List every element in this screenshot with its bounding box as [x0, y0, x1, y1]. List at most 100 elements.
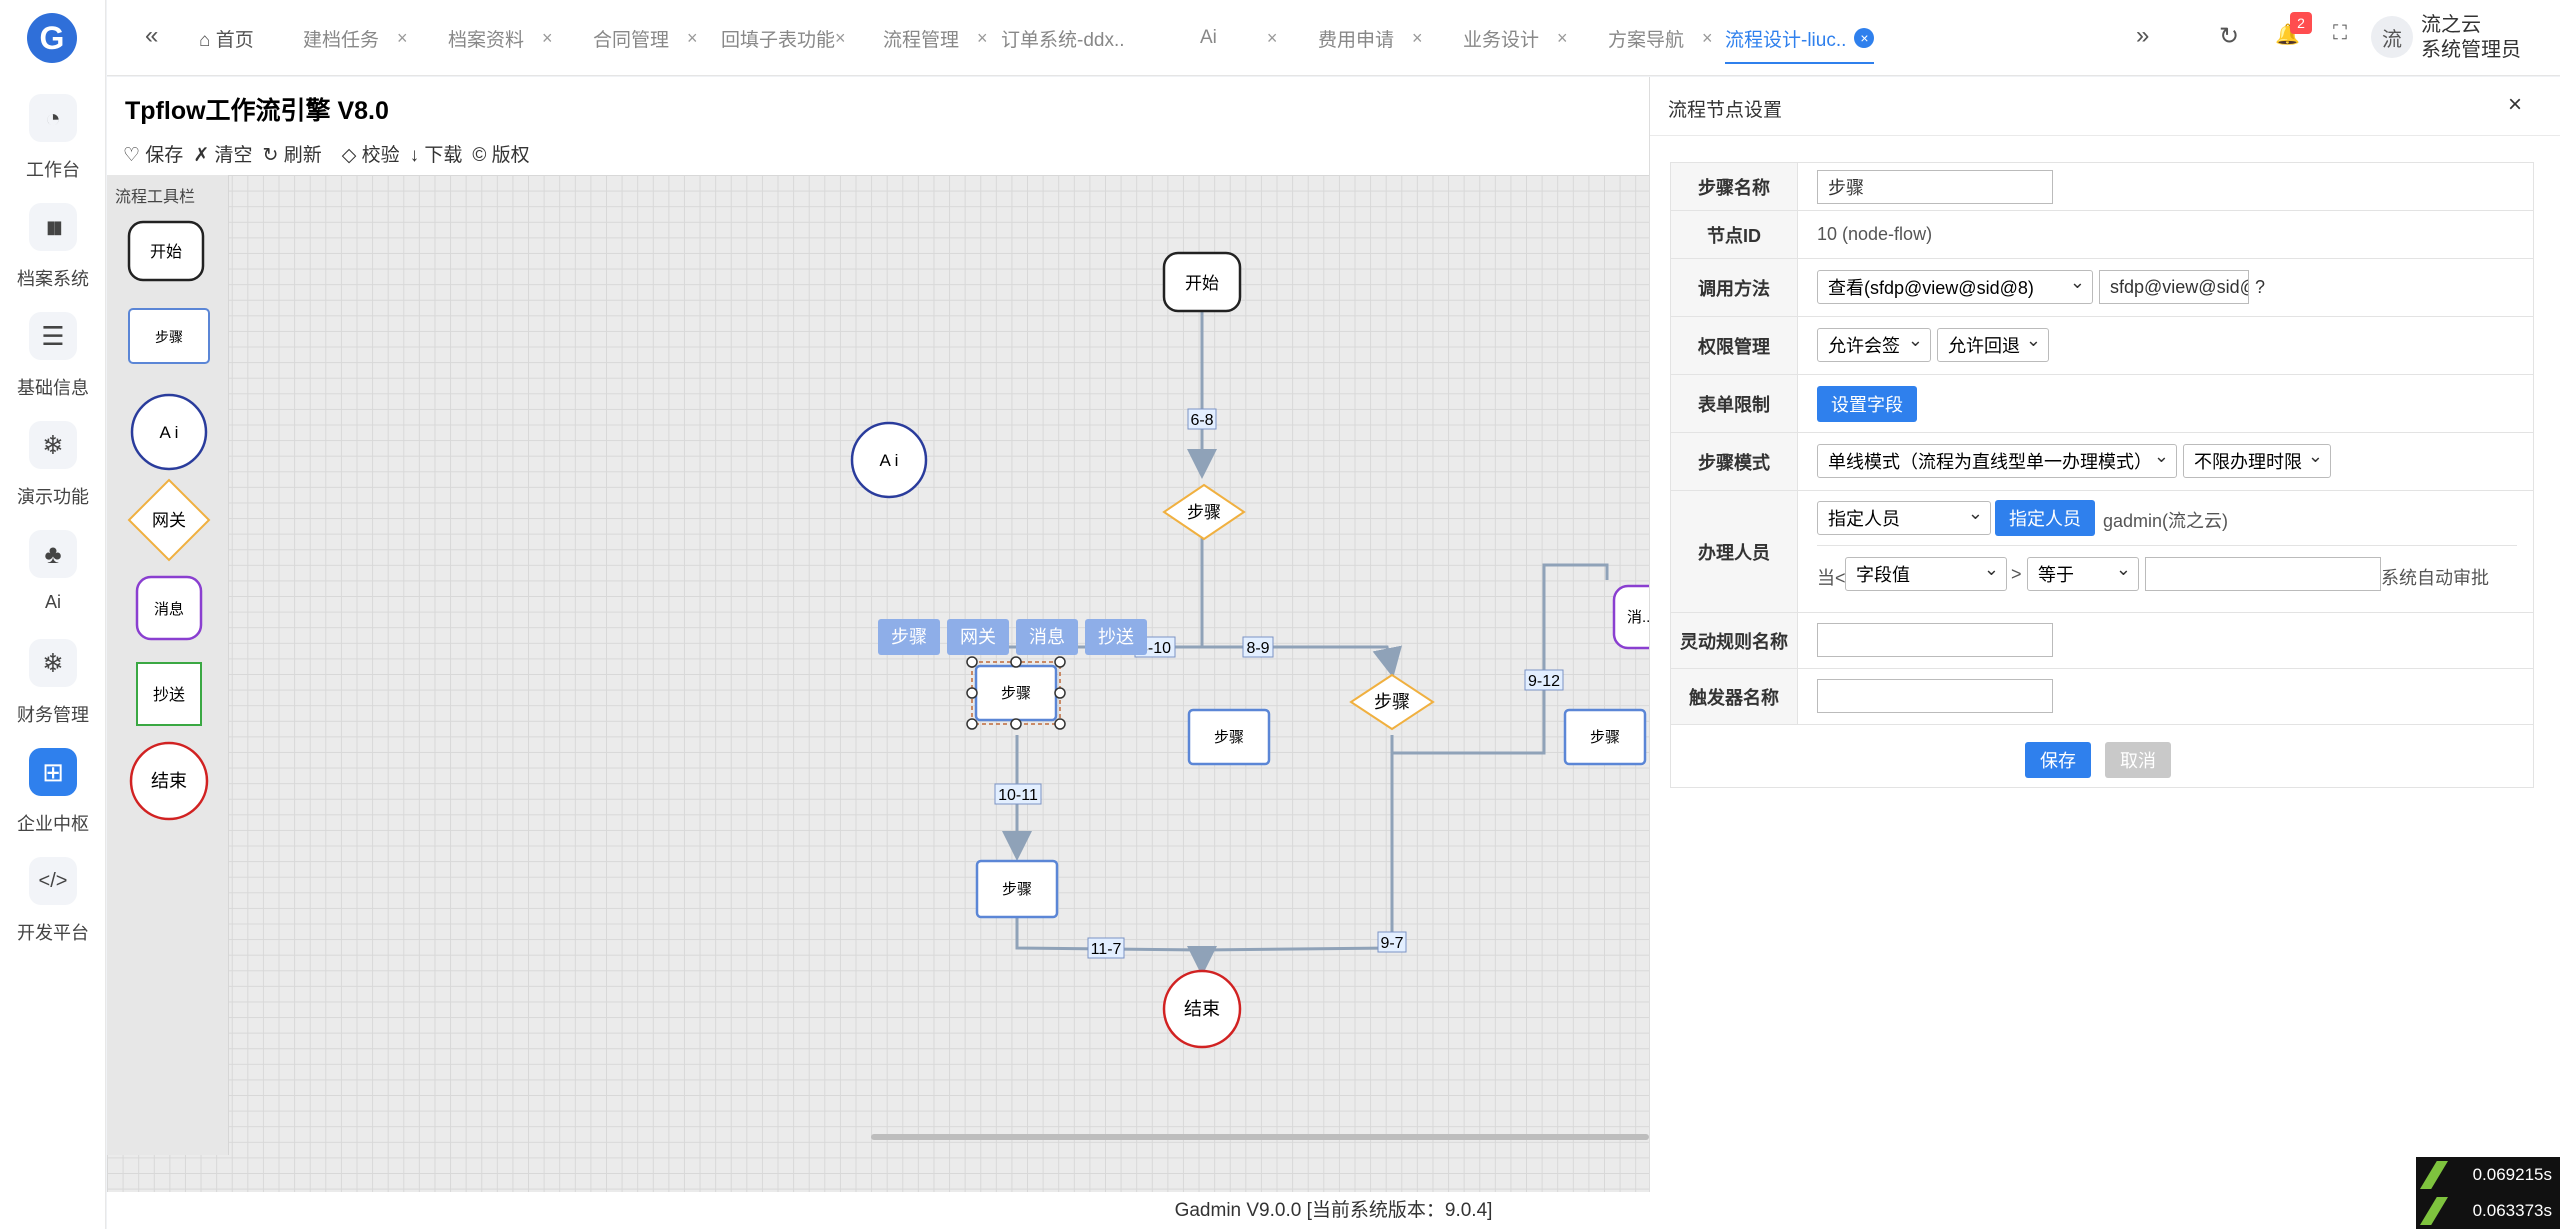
- condition-value-input[interactable]: [2145, 557, 2381, 591]
- avatar[interactable]: 流: [2371, 16, 2413, 58]
- set-fields-button[interactable]: 设置字段: [1817, 386, 1917, 422]
- allow-rollback-select[interactable]: 允许回退: [1937, 328, 2049, 362]
- sidebar-item-dev-platform[interactable]: </>开发平台: [0, 857, 106, 957]
- snowflake-icon: ❄: [29, 421, 77, 469]
- edge-label-9-7[interactable]: 9-7: [1377, 931, 1407, 953]
- collapse-sidebar-icon[interactable]: «: [145, 22, 159, 49]
- close-icon[interactable]: ×: [1702, 27, 1713, 48]
- save-tool-button[interactable]: ♡ 保存: [123, 145, 184, 166]
- refresh-icon[interactable]: ↻: [2219, 23, 2240, 50]
- flow-diagram[interactable]: 开始 步骤 A i 网关 消息 抄送 结束 6-8 8-10 8-9 9-12 …: [107, 175, 1649, 1175]
- clear-tool-button[interactable]: ✗ 清空: [193, 145, 253, 166]
- tab-ai[interactable]: Ai×: [1200, 0, 1277, 76]
- canvas-horizontal-scrollbar[interactable]: [871, 1134, 1649, 1140]
- sidebar-item-enterprise-hub[interactable]: ⊞企业中枢: [0, 748, 106, 848]
- condition-field-select[interactable]: 字段值: [1845, 557, 2007, 591]
- tab-archive-task[interactable]: 建档任务×: [303, 0, 408, 76]
- help-icon[interactable]: ?: [2255, 277, 2266, 297]
- sidebar-item-basic-info[interactable]: ☰基础信息: [0, 312, 106, 412]
- notification-badge: 2: [2290, 12, 2312, 34]
- node-gateway-8[interactable]: 步骤: [1162, 483, 1246, 541]
- call-method-select[interactable]: 查看(sfdp@view@sid@8): [1817, 270, 2093, 304]
- close-icon[interactable]: ×: [687, 27, 698, 48]
- close-icon[interactable]: ×: [1557, 27, 1568, 48]
- tab-business-design[interactable]: 业务设计×: [1463, 0, 1568, 76]
- palette-step[interactable]: 步骤: [128, 308, 210, 364]
- time-limit-select[interactable]: 不限办理时限: [2183, 444, 2331, 478]
- node-ai[interactable]: A i: [850, 421, 928, 499]
- quick-add-copy-button[interactable]: 抄送: [1085, 619, 1147, 655]
- edge-label-10-11[interactable]: 10-11: [994, 783, 1042, 805]
- palette-ai[interactable]: A i: [130, 393, 208, 471]
- palette-gateway[interactable]: 网关: [127, 478, 211, 562]
- svg-text:11-7: 11-7: [1091, 941, 1122, 958]
- palette-message[interactable]: 消息: [135, 575, 203, 641]
- palette-end[interactable]: 结束: [129, 741, 209, 821]
- palette-start[interactable]: 开始: [127, 220, 205, 282]
- copyright-tool-button[interactable]: © 版权: [472, 145, 530, 166]
- node-step-a[interactable]: 步骤: [1187, 708, 1271, 766]
- cancel-button[interactable]: 取消: [2105, 742, 2171, 778]
- app-logo[interactable]: G: [27, 13, 77, 63]
- node-end[interactable]: 结束: [1162, 969, 1242, 1049]
- save-button[interactable]: 保存: [2025, 742, 2091, 778]
- node-step-11[interactable]: 步骤: [975, 859, 1059, 919]
- quick-add-gateway-button[interactable]: 网关: [947, 619, 1009, 655]
- trigger-name-input[interactable]: [1817, 679, 2053, 713]
- svg-text:抄送: 抄送: [153, 686, 185, 704]
- tab-label: 合同管理: [593, 29, 670, 51]
- node-step-10-selected[interactable]: 步骤: [966, 656, 1066, 730]
- edge-label-11-7[interactable]: 11-7: [1087, 937, 1125, 959]
- step-mode-select[interactable]: 单线模式（流程为直线型单一办理模式）: [1817, 444, 2177, 478]
- row-step-mode: 步骤模式 单线模式（流程为直线型单一办理模式） 不限办理时限: [1671, 433, 2533, 491]
- node-gateway-9[interactable]: 步骤: [1349, 673, 1435, 731]
- apps-grid-icon: ⊞: [29, 748, 77, 796]
- tab-flow-manage[interactable]: 流程管理×: [883, 0, 988, 76]
- handler-type-select[interactable]: 指定人员: [1817, 501, 1991, 535]
- edge-label-9-12[interactable]: 9-12: [1524, 669, 1564, 691]
- tab-expense[interactable]: 费用申请×: [1318, 0, 1423, 76]
- rule-name-input[interactable]: [1817, 623, 2053, 657]
- tab-contract[interactable]: 合同管理 ×: [593, 0, 698, 76]
- edge-label-6-8[interactable]: 6-8: [1187, 408, 1217, 430]
- sidebar-item-label: 基础信息: [17, 378, 89, 398]
- call-method-input[interactable]: sfdp@view@sid@8: [2099, 270, 2249, 304]
- palette-copy[interactable]: 抄送: [136, 662, 202, 726]
- close-icon[interactable]: ×: [1412, 27, 1423, 48]
- close-icon[interactable]: ×: [977, 27, 988, 48]
- step-name-input[interactable]: 步骤: [1817, 170, 2053, 204]
- tab-plan-nav[interactable]: 方案导航×: [1608, 0, 1713, 76]
- close-icon[interactable]: ×: [397, 27, 408, 48]
- quick-add-message-button[interactable]: 消息: [1016, 619, 1078, 655]
- close-icon[interactable]: ×: [835, 27, 846, 48]
- scroll-tabs-right-icon[interactable]: »: [2136, 22, 2150, 49]
- snowflake-icon: ❄: [29, 639, 77, 687]
- node-step-b[interactable]: 步骤: [1563, 708, 1647, 766]
- tab-subtable[interactable]: 回填子表功能×: [721, 0, 846, 76]
- validate-tool-button[interactable]: ◇ 校验: [341, 145, 400, 166]
- refresh-tool-button[interactable]: ↻ 刷新: [262, 145, 322, 166]
- close-icon[interactable]: ×: [1266, 27, 1278, 48]
- close-icon[interactable]: ×: [542, 27, 553, 48]
- tab-flow-design[interactable]: 流程设计-liuc..×: [1725, 0, 1875, 76]
- sidebar-item-demo[interactable]: ❄演示功能: [0, 421, 106, 521]
- allow-countersign-select[interactable]: 允许会签: [1817, 328, 1931, 362]
- quick-add-step-button[interactable]: 步骤: [878, 619, 940, 655]
- tab-home[interactable]: ⌂ 首页: [199, 0, 254, 76]
- sidebar-item-archive[interactable]: ▮▮档案系统: [0, 203, 106, 303]
- edge-label-8-9[interactable]: 8-9: [1242, 636, 1274, 658]
- download-tool-button[interactable]: ↓ 下载: [409, 145, 463, 166]
- fullscreen-icon[interactable]: ⛶: [2333, 22, 2347, 44]
- perf-timer-1: 0.069215s: [2416, 1157, 2560, 1193]
- assign-user-button[interactable]: 指定人员: [1995, 500, 2095, 536]
- close-icon[interactable]: ×: [2508, 91, 2523, 118]
- close-icon[interactable]: ×: [1854, 28, 1875, 48]
- tab-archive-docs[interactable]: 档案资料×: [448, 0, 553, 76]
- condition-operator-select[interactable]: 等于: [2027, 557, 2139, 591]
- sidebar-item-finance[interactable]: ❄财务管理: [0, 639, 106, 739]
- sidebar-item-workbench[interactable]: ◔工作台: [0, 94, 106, 194]
- sidebar-item-ai[interactable]: ♣Ai: [0, 530, 106, 630]
- tab-order-system[interactable]: 订单系统-ddx..: [1001, 0, 1125, 76]
- node-start[interactable]: 开始: [1162, 251, 1242, 313]
- node-message[interactable]: 消...: [1612, 584, 1649, 650]
